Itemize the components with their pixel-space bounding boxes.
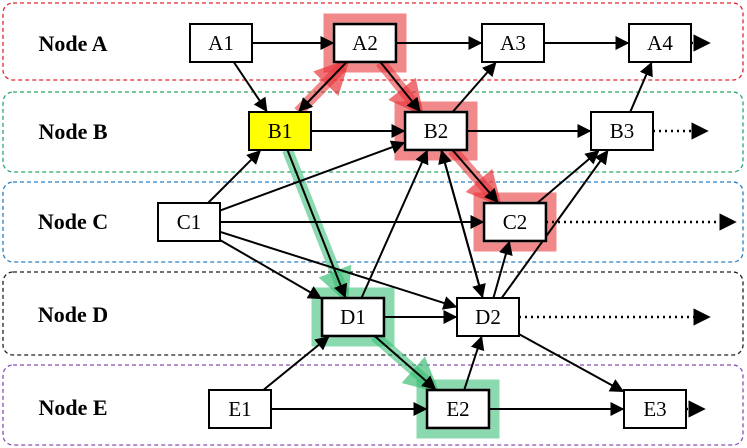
edge-a2-b1 [298, 61, 348, 113]
node-e1-label: E1 [228, 397, 251, 421]
node-a2-box [332, 22, 398, 64]
edge-d1-b2 [360, 149, 429, 299]
node-e3: E3 [623, 389, 687, 429]
lane-node-e: Node E [2, 364, 744, 446]
edge-b2-a3 [451, 61, 497, 113]
lane-node-c-label: Node C [38, 209, 108, 234]
node-c1: C1 [157, 202, 221, 242]
node-e2-box [425, 388, 491, 430]
node-d1-label: D1 [340, 305, 366, 329]
edge-d1-e2 [374, 335, 437, 390]
node-b1-box [248, 111, 312, 151]
lane-node-a: Node A [2, 2, 744, 81]
lane-node-e-box [2, 364, 744, 446]
edge-d2-b2 [438, 149, 484, 299]
node-b2-box [403, 110, 469, 152]
node-d2: D2 [456, 297, 520, 337]
node-d2-box [456, 297, 520, 337]
lane-node-a-box [2, 2, 744, 81]
node-d2-label: D2 [475, 305, 501, 329]
edge-d2-e3 [518, 333, 625, 393]
edge-c1-d2 [219, 230, 458, 310]
node-c1-label: C1 [177, 210, 202, 234]
edge-d2-c2 [492, 240, 513, 299]
node-c2: C2 [482, 201, 548, 243]
node-e2-label: E2 [446, 397, 469, 421]
lane-node-e-label: Node E [38, 395, 107, 420]
edge-e1-d1 [262, 336, 330, 391]
node-c2-box [482, 201, 548, 243]
edge-d2-b3 [500, 149, 609, 299]
edge-b2-c2 [451, 149, 499, 204]
node-a4: A4 [628, 23, 692, 63]
lane-node-c-box [2, 181, 744, 263]
node-e1: E1 [208, 389, 272, 429]
node-b1-label: B1 [268, 119, 293, 143]
node-c2-label: C2 [503, 210, 528, 234]
edge-c2-b3 [536, 150, 600, 204]
node-a1-label: A1 [208, 31, 234, 55]
node-b2-label: B2 [424, 119, 449, 143]
node-a2-label: A2 [352, 31, 378, 55]
edge-c1-d1 [219, 239, 323, 300]
edge-e2-d2 [463, 335, 485, 391]
node-a3-label: A3 [500, 31, 526, 55]
lane-node-b-label: Node B [38, 119, 107, 144]
node-a3: A3 [481, 23, 545, 63]
edge-b3-a4 [629, 61, 653, 113]
node-b1: B1 [248, 111, 312, 151]
node-a4-box [628, 23, 692, 63]
edge-c1-b1 [207, 150, 261, 204]
node-e2: E2 [425, 388, 491, 430]
lane-node-d-label: Node D [38, 302, 108, 327]
node-c1-box [157, 202, 221, 242]
node-e3-box [623, 389, 687, 429]
node-b3-box [590, 111, 654, 151]
node-b2: B2 [403, 110, 469, 152]
node-a4-label: A4 [647, 31, 673, 55]
node-a2: A2 [332, 22, 398, 64]
edge-b1-d1 [286, 149, 348, 299]
node-e3-label: E3 [643, 397, 666, 421]
node-a1: A1 [189, 23, 253, 63]
node-b3: B3 [590, 111, 654, 151]
node-a3-box [481, 23, 545, 63]
lane-node-a-label: Node A [38, 31, 107, 56]
node-d1-box [320, 296, 386, 338]
edge-c1-b2 [219, 140, 406, 212]
lane-node-b-box [2, 91, 744, 173]
node-a1-box [189, 23, 253, 63]
lane-node-b: Node B [2, 91, 744, 173]
lane-node-c: Node C [2, 181, 744, 263]
edge-a2-b2 [379, 61, 421, 113]
edge-a1-b1 [232, 61, 268, 113]
node-d1: D1 [320, 296, 386, 338]
node-e1-box [208, 389, 272, 429]
node-b3-label: B3 [610, 119, 635, 143]
